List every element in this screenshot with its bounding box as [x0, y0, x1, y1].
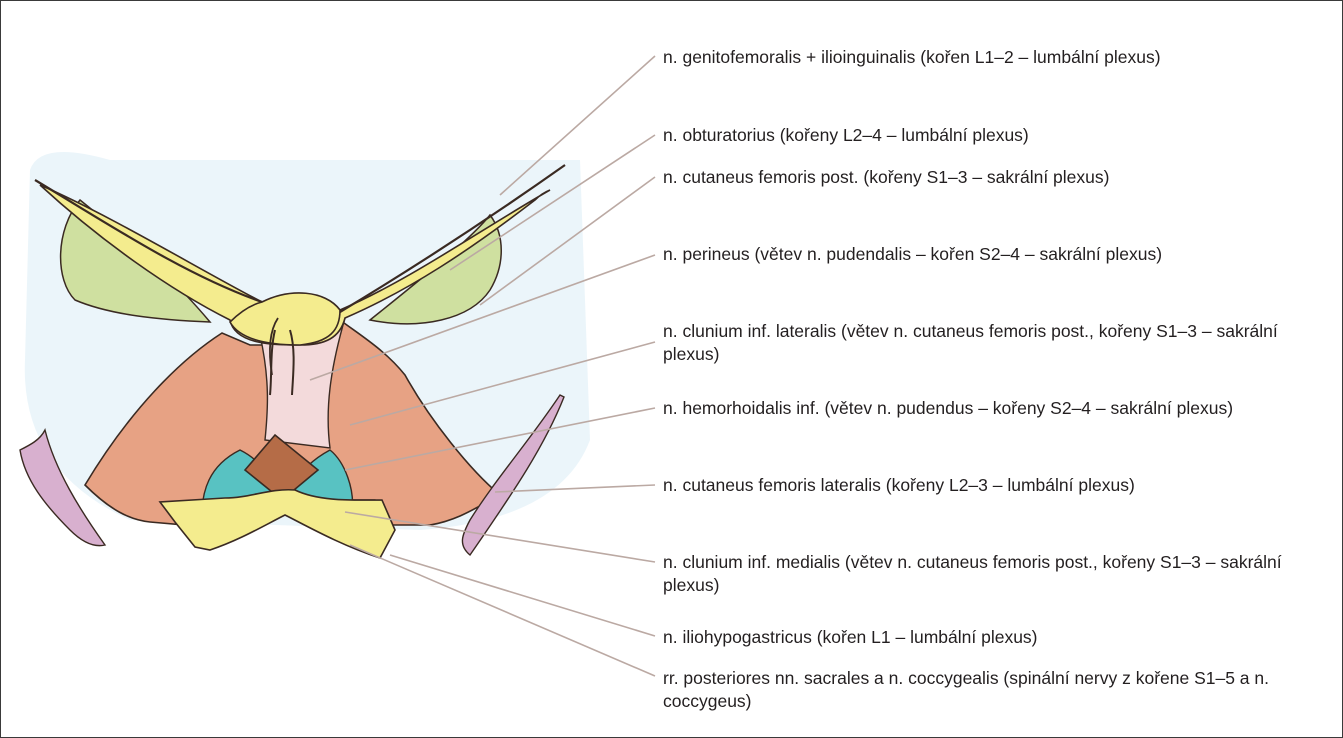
- label-genitofemoralis: n. genitofemoralis + ilioinguinalis (koř…: [663, 46, 1323, 69]
- leader-line-9: [390, 555, 655, 636]
- leader-line-10: [350, 545, 655, 676]
- label-clunium-inf-medialis: n. clunium inf. medialis (větev n. cutan…: [663, 551, 1323, 597]
- label-cutaneus-femoris-lateralis: n. cutaneus femoris lateralis (kořeny L2…: [663, 474, 1323, 497]
- label-clunium-inf-lateralis: n. clunium inf. lateralis (větev n. cuta…: [663, 320, 1323, 366]
- label-cutaneus-femoris-post: n. cutaneus femoris post. (kořeny S1–3 –…: [663, 166, 1323, 189]
- label-obturatorius: n. obturatorius (kořeny L2–4 – lumbální …: [663, 124, 1323, 147]
- label-iliohypogastricus: n. iliohypogastricus (kořen L1 – lumbáln…: [663, 626, 1323, 649]
- label-hemorhoidalis-inf: n. hemorhoidalis inf. (větev n. pudendus…: [663, 397, 1323, 420]
- label-rr-posteriores: rr. posteriores nn. sacrales a n. coccyg…: [663, 667, 1323, 713]
- label-perineus: n. perineus (větev n. pudendalis – kořen…: [663, 243, 1323, 266]
